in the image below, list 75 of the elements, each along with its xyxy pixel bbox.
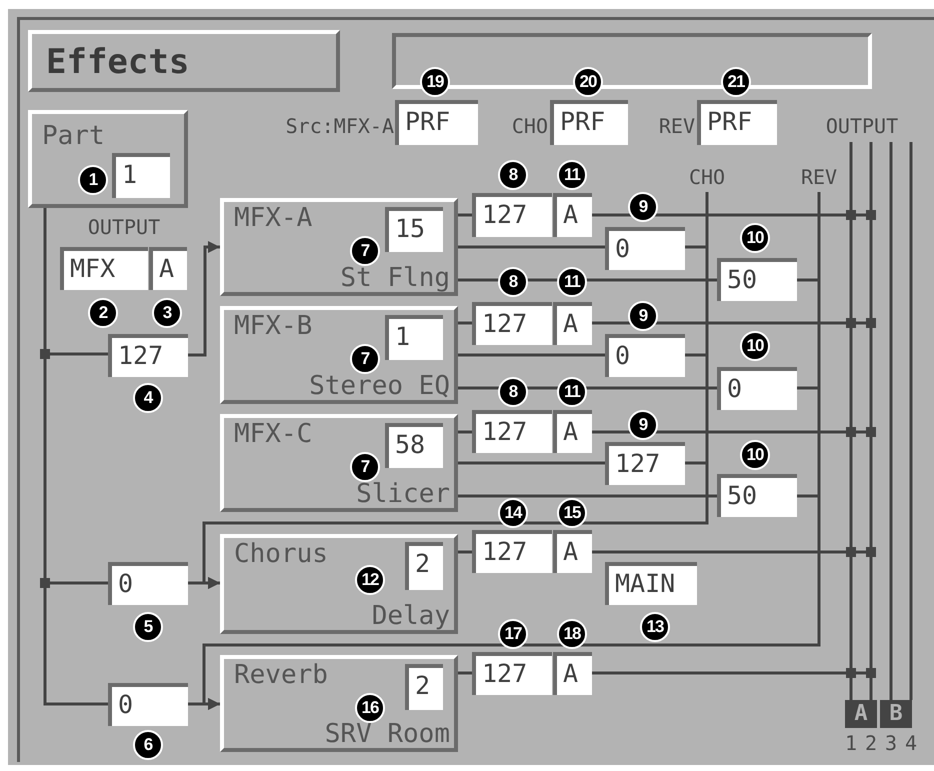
text-label: OUTPUT [824, 113, 900, 139]
value-field: A [553, 302, 592, 345]
value-field: 127 [472, 302, 552, 345]
value-field: 58 [385, 423, 443, 468]
panel-label: MFX-C [234, 420, 312, 448]
value-field: A [149, 247, 187, 290]
effect-panel [220, 198, 458, 296]
value-field: 127 [108, 334, 188, 377]
text-label: REV [658, 113, 695, 139]
connector-line [458, 672, 472, 674]
title-panel: Effects [28, 30, 340, 92]
connector-line [458, 214, 472, 216]
value-field: 1 [385, 315, 443, 360]
text-label: CHO [688, 164, 726, 190]
value-field: 127 [605, 442, 685, 485]
arrow [202, 462, 708, 589]
value-field: 127 [472, 410, 552, 453]
value-field: 1 [112, 153, 170, 198]
value-field: 127 [472, 193, 552, 237]
panel-label: Reverb [234, 661, 328, 689]
value-field: MAIN [605, 562, 697, 605]
panel-label: St Flng [340, 264, 450, 292]
text-label: 1 [844, 730, 858, 756]
text-label: 3 [884, 730, 898, 756]
panel-label: MFX-A [234, 204, 312, 232]
value-field: 50 [717, 258, 797, 301]
panel-label: Slicer [356, 480, 450, 508]
panel-label: Stereo EQ [309, 372, 450, 400]
value-field: 50 [717, 474, 797, 517]
value-field: 2 [405, 542, 443, 590]
effect-panel [220, 534, 458, 634]
value-field: 127 [472, 652, 552, 695]
effect-panel [220, 414, 458, 512]
text-label: OUTPUT [86, 214, 162, 240]
connector-line [458, 494, 717, 498]
connector-line [458, 322, 472, 324]
output-bus-tag: A [845, 700, 877, 728]
panel-label: Delay [372, 602, 450, 630]
value-field: PRF [395, 100, 478, 145]
value-field: A [553, 530, 592, 573]
text-label: Src:MFX-A [284, 113, 394, 139]
arrow [188, 241, 220, 356]
effect-panel [220, 655, 458, 752]
value-field: 0 [108, 683, 188, 726]
connector-line [458, 550, 472, 554]
text-label: CHO [510, 113, 548, 139]
panel-label: Chorus [234, 540, 328, 568]
value-field: 127 [472, 530, 552, 573]
value-field: A [553, 193, 592, 237]
text-label: 4 [904, 730, 918, 756]
panel-label: Part [42, 122, 105, 150]
value-field: PRF [550, 100, 628, 145]
panel-label: SRV Room [324, 720, 450, 748]
value-field: 2 [405, 664, 443, 710]
value-field: A [553, 652, 592, 695]
value-field: A [553, 410, 592, 453]
text-label: REV [800, 164, 838, 190]
connector-line [458, 246, 605, 248]
output-bus-tag: B [880, 700, 912, 728]
value-field: 0 [108, 562, 188, 605]
value-field: 0 [605, 334, 685, 377]
value-field: PRF [697, 100, 777, 145]
empty-panel [392, 33, 872, 89]
effect-panel [220, 306, 458, 404]
value-field: 0 [717, 367, 797, 410]
value-field: 0 [605, 227, 685, 270]
effect-panel [28, 110, 188, 208]
connector-line [458, 354, 605, 356]
connector-line [458, 430, 472, 434]
connector-line [458, 462, 605, 464]
panel-label: MFX-B [234, 312, 312, 340]
value-field: MFX [60, 247, 148, 290]
arrow [202, 494, 820, 710]
text-label: 2 [864, 730, 878, 756]
value-field: 15 [385, 207, 443, 252]
